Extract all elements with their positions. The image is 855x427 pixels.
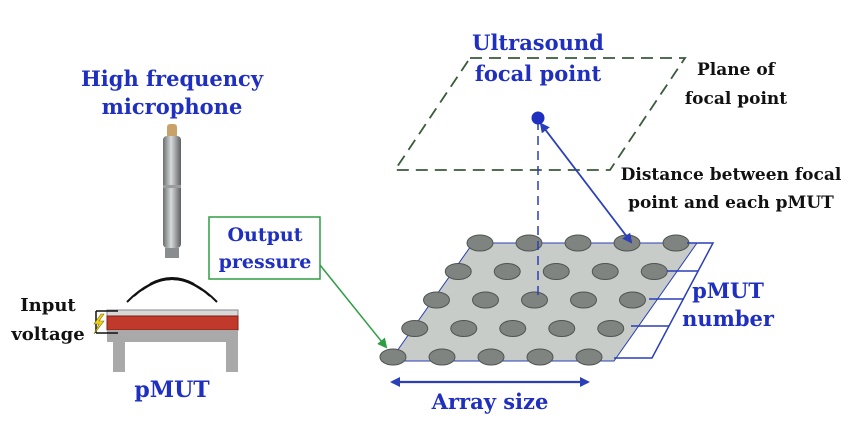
pmut-element [401, 320, 429, 337]
pmut-element [450, 320, 478, 337]
plane-label-line1: Plane of [697, 60, 777, 80]
pmut-element [499, 320, 527, 337]
lightning-icon [93, 313, 105, 335]
pmut-number-label-line2: number [682, 306, 775, 331]
pmut-element [379, 348, 407, 366]
microphone-icon [163, 124, 181, 258]
single-pmut-device [106, 309, 239, 372]
pmut-label: pMUT [134, 377, 210, 403]
input-label-line1: Input [20, 295, 76, 316]
pmut-element [619, 291, 646, 309]
array-size-label: Array size [431, 389, 549, 414]
pmut-number-bracket [614, 242, 715, 359]
pmut-element [472, 291, 499, 309]
pmut-element [570, 291, 597, 309]
pmut-number-label-line1: pMUT [692, 278, 764, 303]
pmut-element [526, 348, 554, 366]
pmut-element [542, 263, 570, 280]
pmut-element [521, 291, 548, 309]
microphone-label-line2: microphone [102, 94, 243, 119]
focal-point-marker [531, 111, 545, 125]
pmut-element [493, 263, 521, 280]
distance-arrow [539, 122, 633, 244]
plane-label-line2: focal point [685, 89, 787, 109]
focal-point-label-line2: focal point [475, 61, 602, 86]
pmut-element [591, 263, 619, 280]
pmut-element [662, 234, 690, 252]
pmut-element [444, 263, 472, 280]
pmut-element [477, 348, 505, 366]
pmut-element [548, 320, 576, 337]
pmut-element [466, 234, 494, 252]
microphone-label-line1: High frequency [81, 66, 264, 91]
pmut-element [564, 234, 592, 252]
sound-waves-icon [126, 277, 218, 303]
output-pressure-arrow [319, 264, 388, 349]
output-label-line1: Output [227, 224, 302, 246]
focal-point-label-line1: Ultrasound [472, 30, 604, 55]
distance-label-line1: Distance between focal [621, 165, 842, 185]
output-label-line2: pressure [219, 251, 312, 273]
pmut-element [423, 291, 450, 309]
pmut-element [428, 348, 456, 366]
input-label-line2: voltage [10, 324, 84, 345]
pmut-dot-grid [379, 234, 690, 366]
pmut-element [575, 348, 603, 366]
pmut-element [597, 320, 625, 337]
output-pressure-box [208, 216, 321, 280]
pmut-element [640, 263, 668, 280]
distance-label-line2: point and each pMUT [628, 193, 834, 213]
